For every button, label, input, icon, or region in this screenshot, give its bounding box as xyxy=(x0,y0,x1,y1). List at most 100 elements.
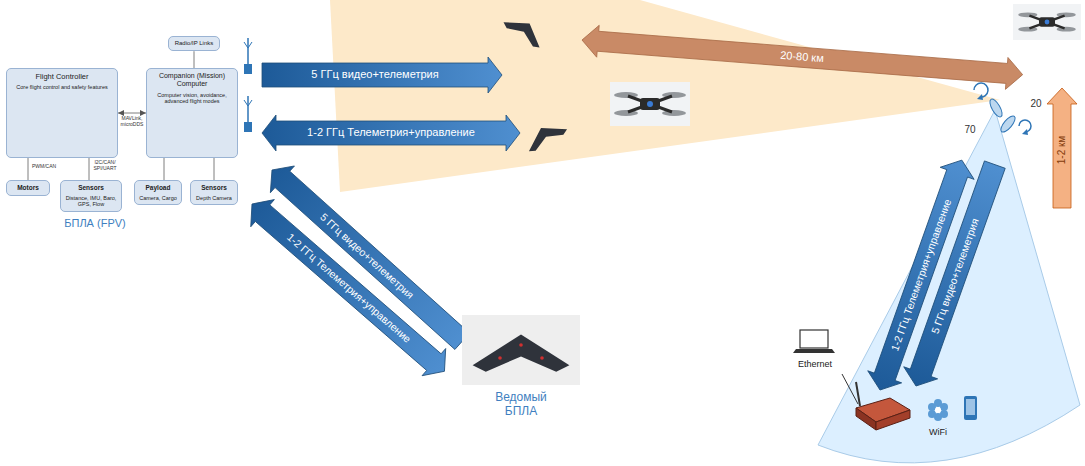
sensors-box: SensorsDepth Camera xyxy=(190,180,238,205)
signal-label: MAVLink, microDDS xyxy=(119,116,145,127)
link-arrow-shape xyxy=(262,57,502,93)
flying-wing-shape xyxy=(522,117,569,154)
antenna-base xyxy=(244,122,252,132)
altitude-arrow-shape xyxy=(1047,88,1077,208)
wifi-icon xyxy=(928,399,948,421)
rotation-arrow-head xyxy=(977,94,983,100)
wing-light xyxy=(519,343,523,347)
link-arrow xyxy=(260,157,474,355)
phone-screen xyxy=(966,399,975,415)
antenna-icon xyxy=(244,96,252,132)
phone-body xyxy=(964,396,977,420)
device-label: Ethernet xyxy=(798,359,832,370)
link-arrow-shape xyxy=(260,157,474,355)
flying-wing-icon xyxy=(522,117,569,154)
antenna-dish xyxy=(999,114,1018,134)
distance-arrow-shape xyxy=(581,24,1024,91)
link-label: 5 ГГц видео+телеметрия xyxy=(311,68,438,81)
antenna-mast xyxy=(247,38,249,64)
quadcopter-shape xyxy=(1018,12,1076,31)
angle-label: 20 xyxy=(1030,98,1041,110)
radio-beam xyxy=(330,0,1000,192)
quadcopter-icon xyxy=(614,92,686,116)
flying-wing-shape xyxy=(502,11,548,50)
altitude-label: 1-2 км xyxy=(1056,136,1068,164)
quadcopter-shape xyxy=(614,92,686,116)
laptop-icon xyxy=(793,330,835,353)
link-label: 1-2 ГГц Телеметрия+управление xyxy=(888,197,954,352)
ethernet-wire xyxy=(842,374,858,404)
drone-photo xyxy=(610,82,690,126)
link-label: 1-2 ГГц Телеметрия+управление xyxy=(307,126,475,139)
antenna-mast xyxy=(244,42,248,48)
antenna-icon xyxy=(244,38,252,74)
slave-uav-photo xyxy=(462,315,580,385)
connector-line xyxy=(28,158,29,180)
radio-links-box: Radio/IP Links xyxy=(168,36,220,51)
box-title: Sensors xyxy=(64,184,118,192)
wifi-petal xyxy=(928,410,936,418)
flying-wing-shape xyxy=(473,334,570,371)
box-description: Camera, Cargo xyxy=(138,195,178,202)
link-arrow xyxy=(262,115,520,151)
distance-arrow xyxy=(581,24,1024,91)
box-description: Core flight control and safety features xyxy=(10,84,114,91)
signal-label: I2C/CAN/ SPI/UART xyxy=(92,160,118,171)
quadcopter-icon xyxy=(1018,12,1076,31)
box-title: Motors xyxy=(10,184,46,192)
uav-caption: Ведомый БПЛА xyxy=(489,390,553,419)
wing-light xyxy=(498,356,502,360)
antenna-mast xyxy=(248,100,252,106)
router-antenna xyxy=(856,382,860,406)
box-title: Flight Controller xyxy=(10,72,114,81)
connector-line xyxy=(118,113,146,114)
link-arrow xyxy=(262,57,502,93)
companion-computer-box: Companion (Mission) ComputerComputer vis… xyxy=(146,68,238,158)
rotation-arrow xyxy=(974,83,988,97)
distance-label: 20-80 км xyxy=(780,49,824,66)
router-icon xyxy=(856,382,910,430)
sensors-box: SensorsDistance, IMU, Baro, GPS, Flow xyxy=(60,180,122,212)
box-title: Sensors xyxy=(194,184,234,192)
flight-controller-box: Flight ControllerCore flight control and… xyxy=(6,68,118,158)
antenna-base xyxy=(244,64,252,74)
router-front xyxy=(876,410,910,430)
link-arrow xyxy=(240,190,456,384)
relay-antenna xyxy=(974,83,1031,135)
connector-line xyxy=(89,158,90,180)
coverage-sector xyxy=(818,110,1080,463)
motors-box: Motors xyxy=(6,180,50,196)
rotation-arrow xyxy=(1019,120,1031,132)
antenna-mast xyxy=(248,42,252,48)
link-arrow-shape xyxy=(240,190,456,384)
rotation-arrow-head xyxy=(1022,129,1028,135)
box-title: Radio/IP Links xyxy=(172,40,216,47)
laptop-screen xyxy=(800,330,828,348)
payload-box: PayloadCamera, Cargo xyxy=(134,180,182,205)
router-side xyxy=(856,408,876,430)
signal-label: PWM/CAN xyxy=(31,164,57,170)
box-title: Companion (Mission) Computer xyxy=(150,72,234,89)
antenna-mast xyxy=(244,100,248,106)
box-description: Distance, IMU, Baro, GPS, Flow xyxy=(64,195,118,208)
link-arrow-shape xyxy=(262,115,520,151)
wifi-petal xyxy=(940,403,948,411)
uav-caption: БПЛА (FPV) xyxy=(64,217,125,230)
drone-photo xyxy=(1013,4,1081,40)
flying-wing-icon xyxy=(473,334,570,371)
box-description: Depth Camera xyxy=(194,195,234,202)
phone-icon xyxy=(964,396,977,420)
angle-label: 70 xyxy=(964,124,975,136)
wifi-petal xyxy=(928,403,936,411)
wifi-center xyxy=(935,407,941,413)
flying-wing-icon xyxy=(502,11,548,50)
altitude-arrow xyxy=(1047,88,1077,208)
laptop-base xyxy=(793,349,835,353)
box-title: Payload xyxy=(138,184,178,192)
device-label: WiFi xyxy=(929,427,947,438)
connector-line xyxy=(194,51,195,68)
wing-light xyxy=(540,356,544,360)
antenna-dish xyxy=(988,97,1005,118)
